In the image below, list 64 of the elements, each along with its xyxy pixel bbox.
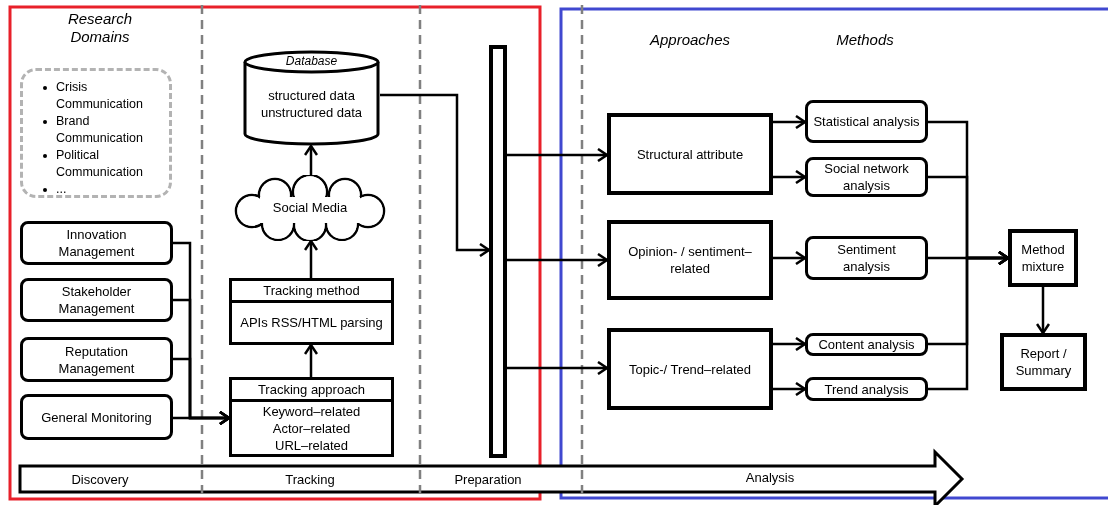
arrow (773, 336, 807, 352)
box-text: Trend analysis (824, 380, 909, 398)
box-text: APIs RSS/HTML parsing (239, 314, 384, 331)
vertical-bar (489, 45, 507, 458)
arrow (303, 144, 319, 175)
box-heading: Tracking approach (257, 381, 366, 398)
box-text: Report / Summary (1014, 345, 1073, 379)
arrow (507, 147, 609, 163)
box-text: Opinion- / sentiment–related (627, 243, 753, 277)
box-text: Content analysis (818, 336, 915, 353)
arrow (773, 381, 807, 397)
process-box (20, 278, 173, 322)
box-text: General Monitoring (41, 408, 152, 426)
process-box (805, 100, 928, 143)
process-box (805, 333, 928, 356)
domain-list-box (20, 68, 172, 198)
list-item: ... (56, 181, 67, 198)
process-box (1008, 229, 1078, 287)
arrow (773, 250, 807, 266)
process-box (805, 157, 928, 197)
arrow (773, 114, 807, 130)
box-text: Statistical analysis (813, 113, 920, 130)
box-text: Stakeholder Management (57, 283, 136, 317)
arrow (773, 169, 807, 185)
arrow (507, 252, 609, 268)
phase-label: Tracking (284, 471, 336, 489)
list-item: Crisis Communication (56, 79, 144, 113)
process-box (20, 221, 173, 265)
process-box (607, 220, 773, 300)
split-box (229, 377, 394, 457)
column-heading: Methods (835, 31, 895, 49)
arrow (173, 410, 231, 426)
cylinder-text: structured data unstructured data (259, 87, 364, 121)
phase-label: Preparation (453, 471, 523, 489)
column-heading: Research Domains (66, 10, 134, 46)
box-text: Topic-/ Trend–related (628, 360, 752, 378)
box-text: Sentiment analysis (836, 241, 897, 275)
phase-label: Discovery (70, 471, 130, 489)
process-box (1000, 333, 1087, 391)
process-box (607, 328, 773, 410)
box-heading: Tracking method (263, 282, 360, 299)
process-box (805, 236, 928, 280)
process-box (20, 337, 173, 382)
arrow (1035, 287, 1051, 335)
box-text: Method mixture (1020, 241, 1066, 275)
box-text: Social network analysis (823, 160, 910, 194)
phase-label: Analysis (744, 469, 796, 487)
arrow (303, 343, 319, 377)
process-box (20, 394, 173, 440)
arrow (380, 93, 491, 258)
box-text: Reputation Management (57, 342, 136, 377)
list-item: Brand Communication (56, 113, 144, 147)
box-text: Innovation Management (57, 226, 136, 260)
column-heading: Approaches (648, 31, 732, 49)
split-box (229, 278, 394, 345)
list-item: Political Communication (56, 147, 144, 181)
cylinder-heading: Database (285, 53, 338, 70)
process-box (607, 113, 773, 195)
box-text: Keyword–related Actor–related URL–related (261, 402, 362, 454)
process-box (805, 377, 928, 401)
box-text: Structural attribute (636, 145, 744, 163)
database-cylinder (243, 50, 380, 146)
arrow (507, 360, 609, 376)
arrow (928, 250, 1010, 391)
